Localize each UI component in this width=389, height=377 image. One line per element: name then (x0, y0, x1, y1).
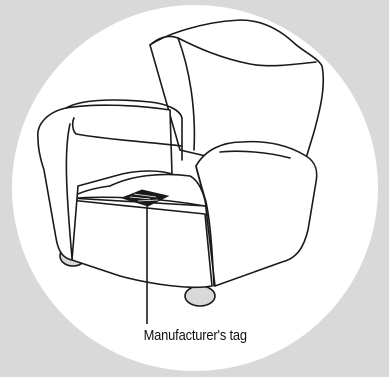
front-right-foot (185, 286, 215, 306)
manufacturer-tag-label: Manufacturer's tag (28, 327, 363, 344)
